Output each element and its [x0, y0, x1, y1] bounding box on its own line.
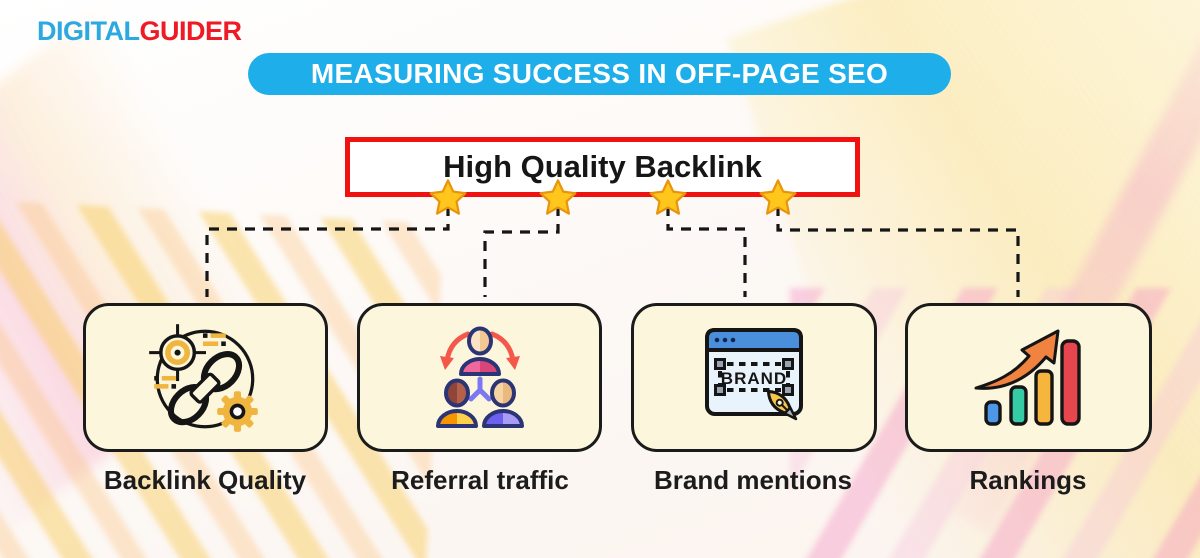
- card-label-referral-traffic: Referral traffic: [391, 465, 569, 495]
- backlink-chain-target-gear-icon: [148, 323, 258, 432]
- curved-arrow-left-head: [439, 355, 454, 370]
- brand-icon-text: BRAND: [721, 369, 787, 388]
- headline-text: High Quality Backlink: [443, 149, 762, 184]
- digitalguider-logo: DIGITALGUIDER: [37, 16, 242, 46]
- connector-line-3: [666, 206, 747, 297]
- title-banner: MEASURING SUCCESS IN OFF-PAGE SEO: [248, 53, 951, 95]
- connector-line-2: [483, 206, 560, 297]
- star-icon: [429, 179, 467, 215]
- card-label-backlink-quality: Backlink Quality: [103, 465, 307, 495]
- star-icon: [539, 179, 577, 215]
- star-icon: [759, 179, 797, 215]
- browser-titlebar: [705, 327, 803, 352]
- logo-text-digital: DIGITAL: [37, 16, 140, 46]
- star-icon: [649, 179, 687, 215]
- referral-people-network-icon: [435, 326, 524, 428]
- list-mark-icon: [202, 332, 226, 346]
- connector-line-1: [205, 206, 450, 297]
- card-label-brand-mentions: Brand mentions: [654, 465, 852, 495]
- card-backlink-quality: [83, 303, 328, 452]
- rankings-growth-chart-icon: [974, 329, 1081, 426]
- person-right-icon: [481, 378, 524, 428]
- curved-arrow-left-icon: [444, 331, 470, 362]
- curved-arrow-right-icon: [489, 331, 515, 362]
- title-banner-text: MEASURING SUCCESS IN OFF-PAGE SEO: [310, 58, 889, 89]
- card-referral-traffic: [357, 303, 602, 452]
- branch-connector-icon: [468, 376, 491, 401]
- curved-arrow-right-head: [505, 355, 520, 370]
- logo-text-guider: GUIDER: [139, 16, 242, 46]
- connector-line-4: [776, 206, 1020, 297]
- card-brand-mentions: BRAND: [631, 303, 877, 452]
- gear-icon: [216, 390, 258, 432]
- card-rankings: [905, 303, 1152, 452]
- card-label-rankings: Rankings: [969, 465, 1087, 495]
- person-top-icon: [458, 326, 501, 376]
- brand-browser-pen-icon: BRAND: [705, 327, 803, 420]
- person-left-icon: [435, 378, 478, 428]
